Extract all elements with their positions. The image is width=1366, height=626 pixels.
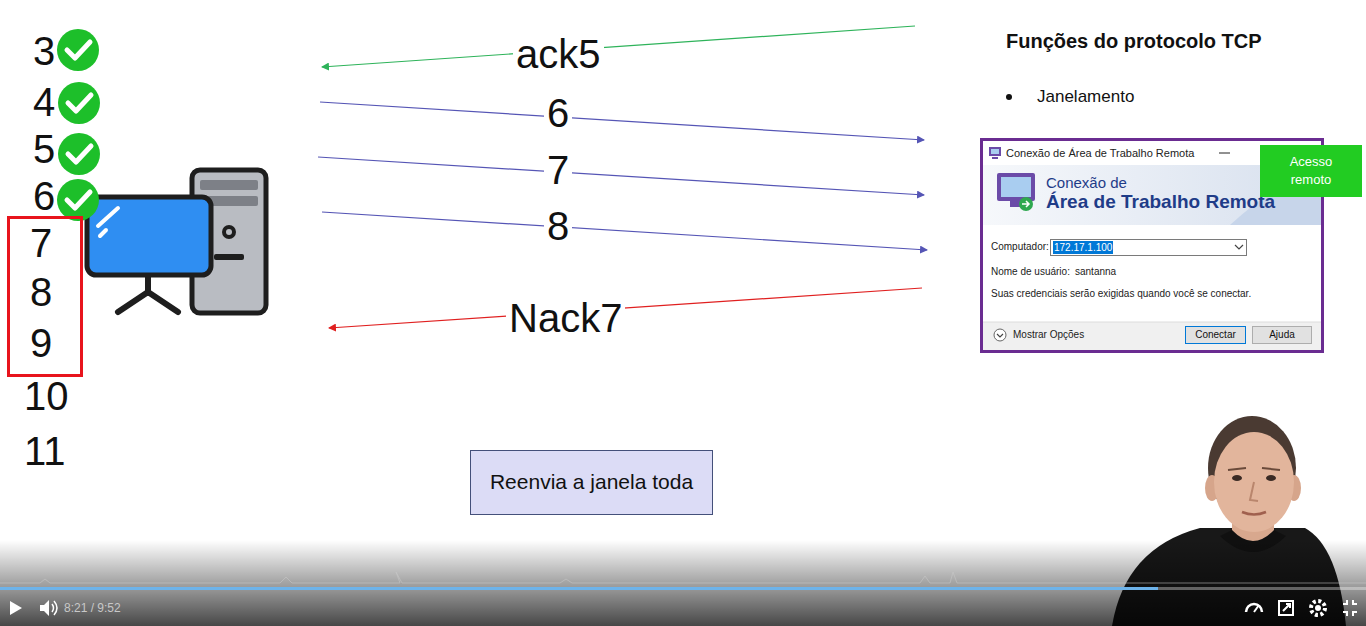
sequence-number: 10 <box>24 376 69 416</box>
node-text: 9 <box>30 323 52 363</box>
node-text: Conectar <box>1195 329 1236 341</box>
bullet <box>1006 94 1012 100</box>
window-box: 7 8 9 <box>7 216 83 377</box>
node-text: Conexão de <box>1046 174 1127 191</box>
node-text: 7 <box>30 223 52 263</box>
video-time: 8:21 / 9:52 <box>64 601 121 615</box>
arrow-label: Nack7 <box>506 298 625 338</box>
check-icon <box>58 133 100 175</box>
node-text: Conexão de Área de Trabalho Remota <box>1006 147 1194 160</box>
check-icon <box>58 82 100 124</box>
node-text: Nome de usuário: <box>991 266 1070 279</box>
segment-arrow <box>320 102 924 140</box>
arrow-label: ack5 <box>513 34 604 74</box>
sequence-number: 3 <box>33 31 55 71</box>
sequence-number: 4 <box>33 82 55 122</box>
node-text: Área de Trabalho Remota <box>1046 191 1275 213</box>
node-text: Mostrar Opções <box>1013 329 1084 342</box>
segment-arrow <box>318 157 924 195</box>
node-text: Ajuda <box>1269 329 1295 341</box>
ack-arrow <box>322 26 915 67</box>
dialog-button: Ajuda <box>1252 326 1312 344</box>
check-icon <box>57 179 99 221</box>
sequence-number: 11 <box>24 431 66 471</box>
dialog-button: Conectar <box>1185 326 1246 344</box>
sequence-number: 5 <box>33 129 55 169</box>
input-field: 172.17.1.100 <box>1050 239 1247 256</box>
check-icon <box>57 29 99 71</box>
note-box: Reenvia a janela toda <box>470 450 713 515</box>
arrow-label: 7 <box>544 150 572 190</box>
node-text: 8 <box>30 272 52 312</box>
sequence-number: 6 <box>33 176 55 216</box>
bullet-text: Janelamento <box>1037 87 1134 107</box>
nack-arrow <box>329 288 922 328</box>
node-text: 172.17.1.100 <box>1053 241 1113 254</box>
slide-title: Funções do protocolo TCP <box>1006 29 1262 53</box>
node-text: Reenvia a janela toda <box>490 469 693 495</box>
arrow-label: 8 <box>544 206 572 246</box>
node-text: santanna <box>1075 266 1116 279</box>
arrow-label: 6 <box>544 93 572 133</box>
segment-arrow <box>322 212 927 250</box>
node-text: Acesso remoto <box>1279 153 1343 188</box>
node-text: Computador: <box>991 241 1049 254</box>
node-text: Suas credenciais serão exigidas quando v… <box>991 288 1251 301</box>
callout-box: Acesso remoto <box>1260 145 1362 197</box>
